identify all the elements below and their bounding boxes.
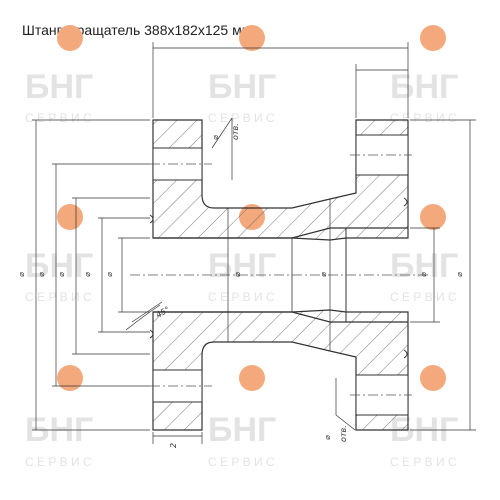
watermark-subtitle: С Е Р В И С — [208, 290, 275, 304]
hole-callout-dia: ⌀ — [211, 135, 220, 140]
watermark-subtitle: С Е Р В И С — [390, 455, 457, 469]
watermark-brand: БНГ — [208, 247, 276, 285]
watermark-subtitle: С Е Р В И С — [390, 290, 457, 304]
center-lines — [130, 154, 430, 396]
dim-label-hub-dia: ⌀ — [57, 272, 66, 277]
hole-callout-leader — [211, 117, 233, 149]
watermark-dot — [57, 365, 83, 391]
watermark-brand: БНГ — [25, 247, 93, 285]
dim-label-bore-dia: ⌀ — [105, 272, 114, 277]
watermark-subtitle: С Е Р В И С — [25, 290, 92, 304]
watermark-dot — [420, 25, 446, 51]
watermark-subtitle: С Е Р В И С — [208, 455, 275, 469]
part-lower-half — [152, 309, 409, 431]
watermark-dot — [239, 25, 265, 51]
chamfer-size-label: 2 — [169, 443, 178, 448]
dim-label-right-flange-od: ⌀ — [455, 272, 464, 277]
watermark-dot — [420, 204, 446, 230]
watermark-dot — [57, 25, 83, 51]
watermark-logo-top: БНГ БНГ БНГ С Е Р В И С С Е Р В И С С Е … — [25, 25, 458, 125]
watermark-brand: БНГ — [390, 247, 458, 285]
dim-label-flange-od: ⌀ — [17, 272, 26, 277]
hole-callout-leader — [335, 414, 356, 431]
dim-label-right-bore: ⌀ — [419, 272, 428, 277]
seal-groove — [403, 197, 408, 207]
part-section — [149, 119, 409, 431]
dim-label-bolt-circle: ⌀ — [37, 272, 46, 277]
watermark-subtitle: С Е Р В И С — [25, 111, 92, 125]
watermark-brand: БНГ — [208, 411, 276, 449]
dim-label-taper-dia: ⌀ — [319, 272, 328, 277]
hole-callout-count: отв. — [231, 123, 240, 140]
seal-groove — [149, 329, 154, 339]
dim-label-recess-dia: ⌀ — [83, 272, 92, 277]
watermark-dot — [420, 365, 446, 391]
watermark-dot — [57, 204, 83, 230]
dim-label-mid-dia: ⌀ — [233, 272, 242, 277]
watermark-brand: БНГ — [390, 68, 458, 106]
watermark-brand: БНГ — [25, 68, 93, 106]
chamfer-leader — [131, 301, 163, 323]
watermark-brand: БНГ — [208, 68, 276, 106]
seal-groove — [403, 349, 408, 359]
chamfer-arc — [125, 304, 161, 331]
watermark-subtitle: С Е Р В И С — [208, 111, 275, 125]
dimension-lines — [32, 42, 476, 444]
watermark-subtitle: С Е Р В И С — [25, 455, 92, 469]
hole-callout-dia: ⌀ — [323, 435, 332, 440]
watermark-dot — [239, 365, 265, 391]
part-upper-half — [152, 119, 409, 241]
hole-callout-count: отв. — [339, 425, 348, 442]
dimension-labels: ⌀ ⌀ ⌀ ⌀ ⌀ ⌀ ⌀ ⌀ ⌀ ⌀ отв. ⌀ отв. 45° 2 — [17, 123, 464, 448]
seal-groove — [149, 214, 154, 224]
